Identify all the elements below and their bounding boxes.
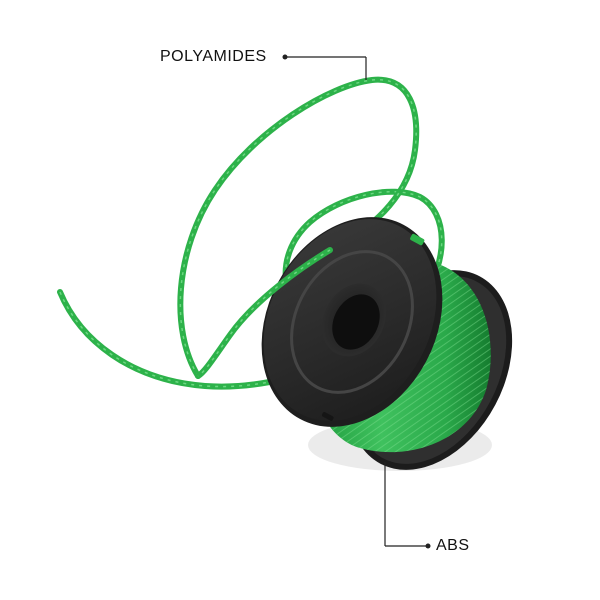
polyamides-label: POLYAMIDES [160,48,267,65]
abs-label: ABS [436,537,470,554]
top-callout-leader [282,54,367,80]
spool-hub [322,283,386,357]
bottom-callout-leader [384,462,431,549]
